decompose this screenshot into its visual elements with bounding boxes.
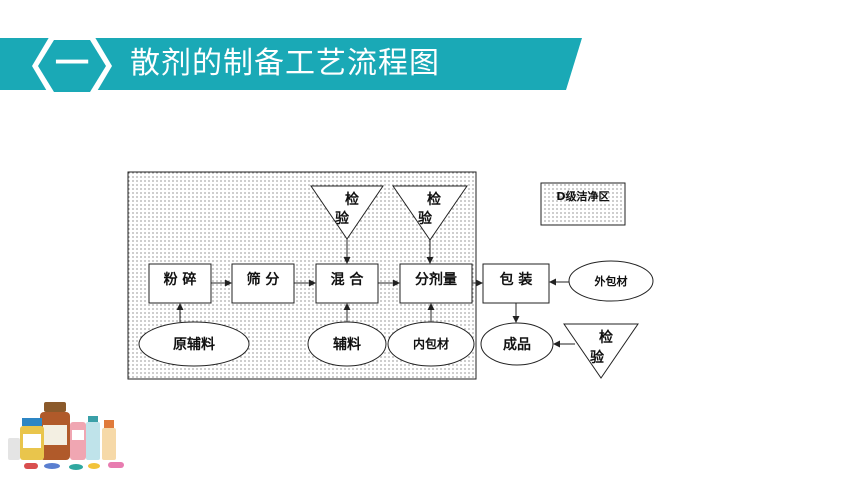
input-outerpack-ellipse (568, 260, 654, 302)
medicine-bottles-icon (8, 402, 124, 470)
check-triangle-1 (310, 185, 384, 240)
check-1-line1: 检 (345, 191, 359, 208)
step-dose-label: 分剂量 (415, 271, 457, 288)
check-3-line2: 验 (590, 349, 605, 366)
step-mix-label: 混 合 (331, 271, 365, 288)
input-innerpack-label: 内包材 (413, 336, 449, 351)
section-number-badge (32, 34, 112, 98)
input-raw-label: 原辅料 (173, 336, 215, 353)
step-sieve-box (231, 263, 295, 304)
title-banner (0, 38, 582, 90)
check-2-line1: 检 (427, 191, 441, 208)
step-pack-box (482, 263, 550, 304)
legend-box (540, 182, 626, 226)
input-excipient-label: 辅料 (333, 336, 361, 353)
check-2-line2: 验 (418, 210, 433, 227)
check-triangle-2 (392, 185, 468, 241)
step-dose-box (399, 263, 473, 304)
input-outerpack-label: 外包材 (594, 274, 628, 288)
step-sieve-label: 筛 分 (247, 271, 280, 288)
product-label: 成品 (503, 336, 531, 353)
section-number: 一 (55, 44, 89, 84)
step-pack-label: 包 装 (500, 271, 534, 288)
check-triangle-3 (563, 323, 639, 379)
input-raw-ellipse (138, 321, 250, 367)
step-crush-label: 粉 碎 (164, 271, 197, 288)
check-3-line1: 检 (599, 329, 613, 346)
page-title: 散剂的制备工艺流程图 (130, 46, 440, 81)
step-mix-box (315, 263, 379, 304)
legend-label: D级洁净区 (556, 189, 609, 203)
check-1-line2: 验 (335, 210, 350, 227)
